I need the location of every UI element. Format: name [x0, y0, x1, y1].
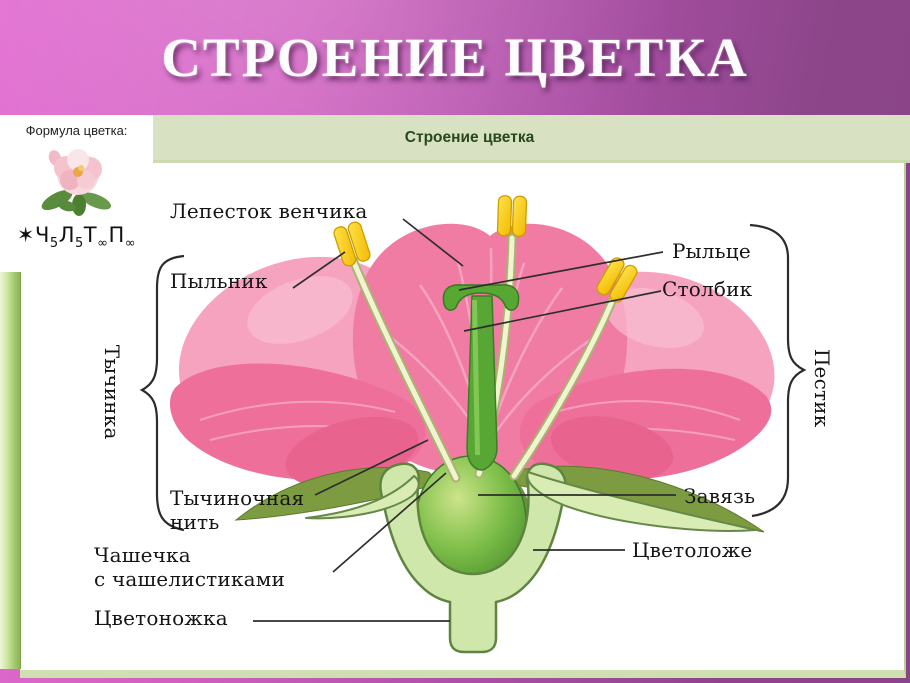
label-stamen: Тычинка	[100, 344, 125, 440]
label-calyx: Чашечка с чашелистиками	[94, 543, 286, 592]
label-pistil: Пестик	[810, 348, 835, 428]
label-filament: Тычиночная нить	[170, 486, 305, 535]
label-ovary: Завязь	[684, 484, 756, 508]
diagram-header-bar: Строение цветка	[153, 115, 910, 163]
label-stigma: Рыльце	[672, 239, 751, 263]
formula-panel: Формула цветка: ✶Ч5Л5Т∞П∞	[0, 115, 153, 277]
flower-formula: ✶Ч5Л5Т∞П∞	[16, 223, 137, 252]
label-petal: Лепесток венчика	[170, 199, 368, 223]
label-style: Столбик	[662, 277, 753, 301]
formula-flower-image	[0, 142, 153, 221]
label-anther: Пыльник	[170, 269, 268, 293]
label-receptacle: Цветоложе	[632, 538, 753, 562]
slide-title: СТРОЕНИЕ ЦВЕТКА	[161, 27, 749, 88]
formula-label: Формула цветка:	[25, 123, 128, 138]
label-pedicel: Цветоножка	[94, 606, 228, 630]
left-accent-strip	[0, 272, 21, 669]
diagram-title: Строение цветка	[404, 128, 535, 146]
